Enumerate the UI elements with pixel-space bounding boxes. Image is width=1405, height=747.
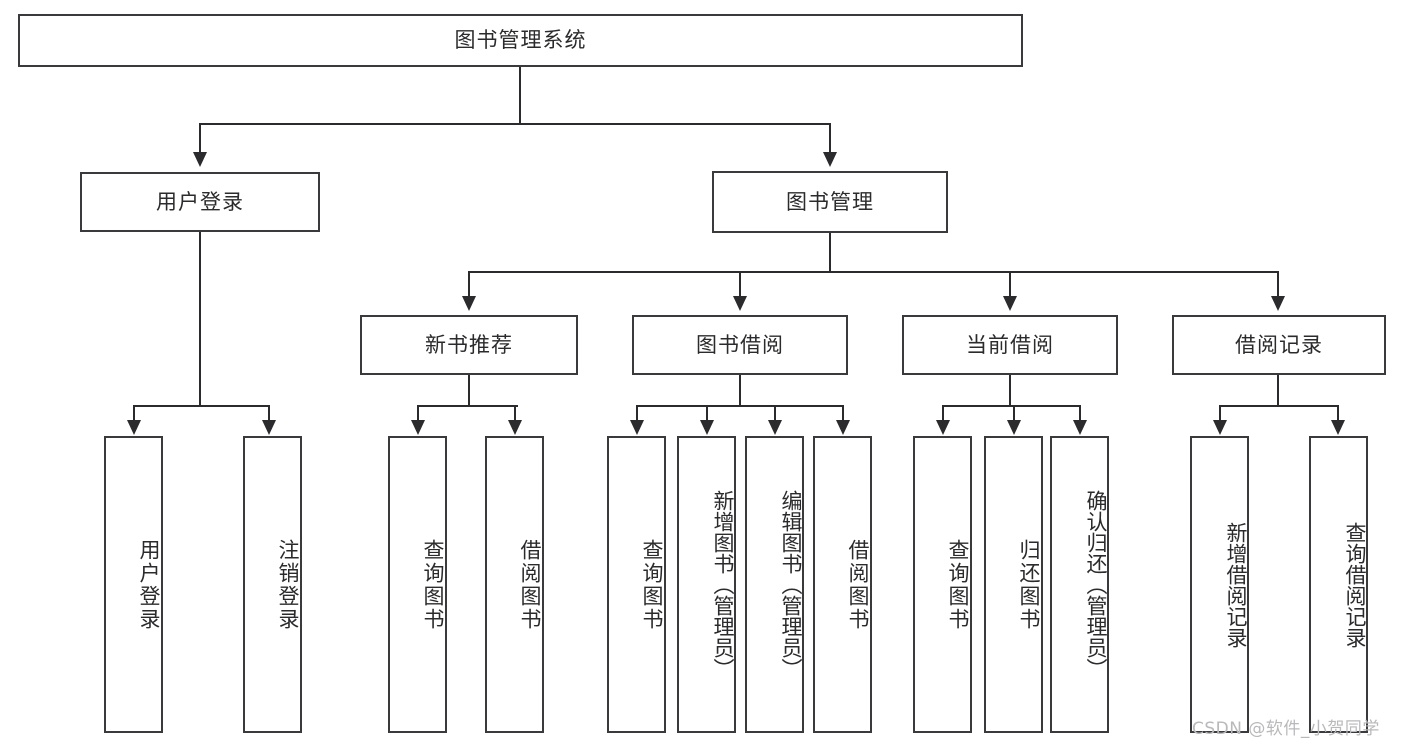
- node-label: 图书管理系统: [454, 28, 587, 52]
- arrowhead-leaf-borrow-books-2: [836, 420, 850, 435]
- arrowhead-to-user-login: [193, 152, 207, 167]
- connector-book-borrow-drop-1: [636, 405, 638, 423]
- connector-to-book-mgmt: [829, 123, 831, 156]
- arrowhead-to-borrow-records: [1271, 296, 1285, 311]
- connector-level2-bus: [468, 271, 1279, 273]
- connector-current-borrow-drop-3: [1079, 405, 1081, 423]
- leaf-borrow-books-recommend[interactable]: 借阅图书: [485, 436, 544, 733]
- node-label: 查询借阅记录: [1343, 521, 1367, 648]
- connector-to-new-books: [468, 271, 470, 299]
- arrowhead-leaf-edit-book: [768, 420, 782, 435]
- connector-current-borrow-stem: [1009, 375, 1011, 406]
- connector-user-login-stem: [199, 232, 201, 407]
- node-label: 确认归还（管理员）: [1084, 490, 1108, 679]
- arrowhead-leaf-return-book: [1007, 420, 1021, 435]
- connector-to-book-borrow: [739, 271, 741, 299]
- arrowhead-to-book-mgmt: [823, 152, 837, 167]
- connector-current-borrow-drop-2: [1013, 405, 1015, 423]
- connector-borrow-records-stem: [1277, 375, 1279, 406]
- node-root-system[interactable]: 图书管理系统: [18, 14, 1023, 67]
- connector-level1-bus: [199, 123, 831, 125]
- node-user-login[interactable]: 用户登录: [80, 172, 320, 232]
- arrowhead-leaf-add-book: [700, 420, 714, 435]
- node-label: 查询图书: [946, 538, 970, 631]
- connector-borrow-records-drop-2: [1337, 405, 1339, 423]
- leaf-edit-book-admin[interactable]: 编辑图书（管理员）: [745, 436, 804, 733]
- arrowhead-to-book-borrow: [733, 296, 747, 311]
- node-borrow-records[interactable]: 借阅记录: [1172, 315, 1386, 375]
- node-label: 归还图书: [1017, 538, 1041, 631]
- leaf-user-login[interactable]: 用户登录: [104, 436, 163, 733]
- node-new-book-recommend[interactable]: 新书推荐: [360, 315, 578, 375]
- node-label: 借阅图书: [518, 538, 542, 631]
- connector-current-borrow-bus: [942, 405, 1080, 407]
- arrowhead-to-new-books: [462, 296, 476, 311]
- leaf-query-books-recommend[interactable]: 查询图书: [388, 436, 447, 733]
- leaf-return-book[interactable]: 归还图书: [984, 436, 1043, 733]
- node-label: 新增图书（管理员）: [711, 490, 735, 679]
- connector-book-borrow-stem: [739, 375, 741, 406]
- arrowhead-to-current-borrow: [1003, 296, 1017, 311]
- connector-root-stem: [519, 67, 521, 124]
- node-current-borrow[interactable]: 当前借阅: [902, 315, 1118, 375]
- node-label: 用户登录: [137, 538, 161, 631]
- node-label: 图书管理: [786, 189, 874, 214]
- leaf-borrow-books-borrow[interactable]: 借阅图书: [813, 436, 872, 733]
- connector-book-borrow-drop-4: [842, 405, 844, 423]
- connector-current-borrow-drop-1: [942, 405, 944, 423]
- node-label: 查询图书: [421, 538, 445, 631]
- connector-new-books-drop-2: [514, 405, 516, 423]
- connector-book-mgmt-stem: [829, 233, 831, 272]
- arrowhead-leaf-query-books-1: [411, 420, 425, 435]
- arrowhead-leaf-user-login: [127, 420, 141, 435]
- arrowhead-leaf-query-books-2: [630, 420, 644, 435]
- arrowhead-leaf-query-record: [1331, 420, 1345, 435]
- arrowhead-leaf-confirm-return: [1073, 420, 1087, 435]
- node-label: 用户登录: [156, 189, 244, 214]
- connector-user-login-bus: [133, 405, 269, 407]
- connector-to-user-login: [199, 123, 201, 156]
- node-book-borrow[interactable]: 图书借阅: [632, 315, 848, 375]
- connector-to-current-borrow: [1009, 271, 1011, 299]
- csdn-watermark: CSDN @软件_小贺同学: [1192, 719, 1380, 739]
- node-label: 借阅记录: [1235, 332, 1323, 357]
- node-label: 借阅图书: [846, 538, 870, 631]
- node-label: 注销登录: [276, 538, 300, 631]
- leaf-confirm-return-admin[interactable]: 确认归还（管理员）: [1050, 436, 1109, 733]
- node-label: 新增借阅记录: [1224, 521, 1248, 648]
- arrowhead-leaf-logout: [262, 420, 276, 435]
- node-label: 编辑图书（管理员）: [779, 490, 803, 679]
- connector-to-borrow-records: [1277, 271, 1279, 299]
- node-label: 当前借阅: [966, 332, 1054, 357]
- leaf-query-books-current[interactable]: 查询图书: [913, 436, 972, 733]
- connector-new-books-stem: [468, 375, 470, 406]
- connector-book-borrow-drop-2: [706, 405, 708, 423]
- leaf-add-borrow-record[interactable]: 新增借阅记录: [1190, 436, 1249, 733]
- connector-user-login-drop-2: [268, 405, 270, 423]
- arrowhead-leaf-borrow-books-1: [508, 420, 522, 435]
- arrowhead-leaf-query-books-3: [936, 420, 950, 435]
- leaf-query-books-borrow[interactable]: 查询图书: [607, 436, 666, 733]
- node-label: 图书借阅: [696, 332, 784, 357]
- arrowhead-leaf-add-record: [1213, 420, 1227, 435]
- node-book-management[interactable]: 图书管理: [712, 171, 948, 233]
- leaf-logout[interactable]: 注销登录: [243, 436, 302, 733]
- node-label: 查询图书: [640, 538, 664, 631]
- connector-new-books-drop-1: [417, 405, 419, 423]
- leaf-add-book-admin[interactable]: 新增图书（管理员）: [677, 436, 736, 733]
- connector-borrow-records-drop-1: [1219, 405, 1221, 423]
- node-label: 新书推荐: [425, 332, 513, 357]
- connector-book-borrow-drop-3: [774, 405, 776, 423]
- connector-borrow-records-bus: [1219, 405, 1339, 407]
- connector-user-login-drop-1: [133, 405, 135, 423]
- connector-book-borrow-bus: [636, 405, 843, 407]
- connector-new-books-bus: [417, 405, 518, 407]
- leaf-query-borrow-record[interactable]: 查询借阅记录: [1309, 436, 1368, 733]
